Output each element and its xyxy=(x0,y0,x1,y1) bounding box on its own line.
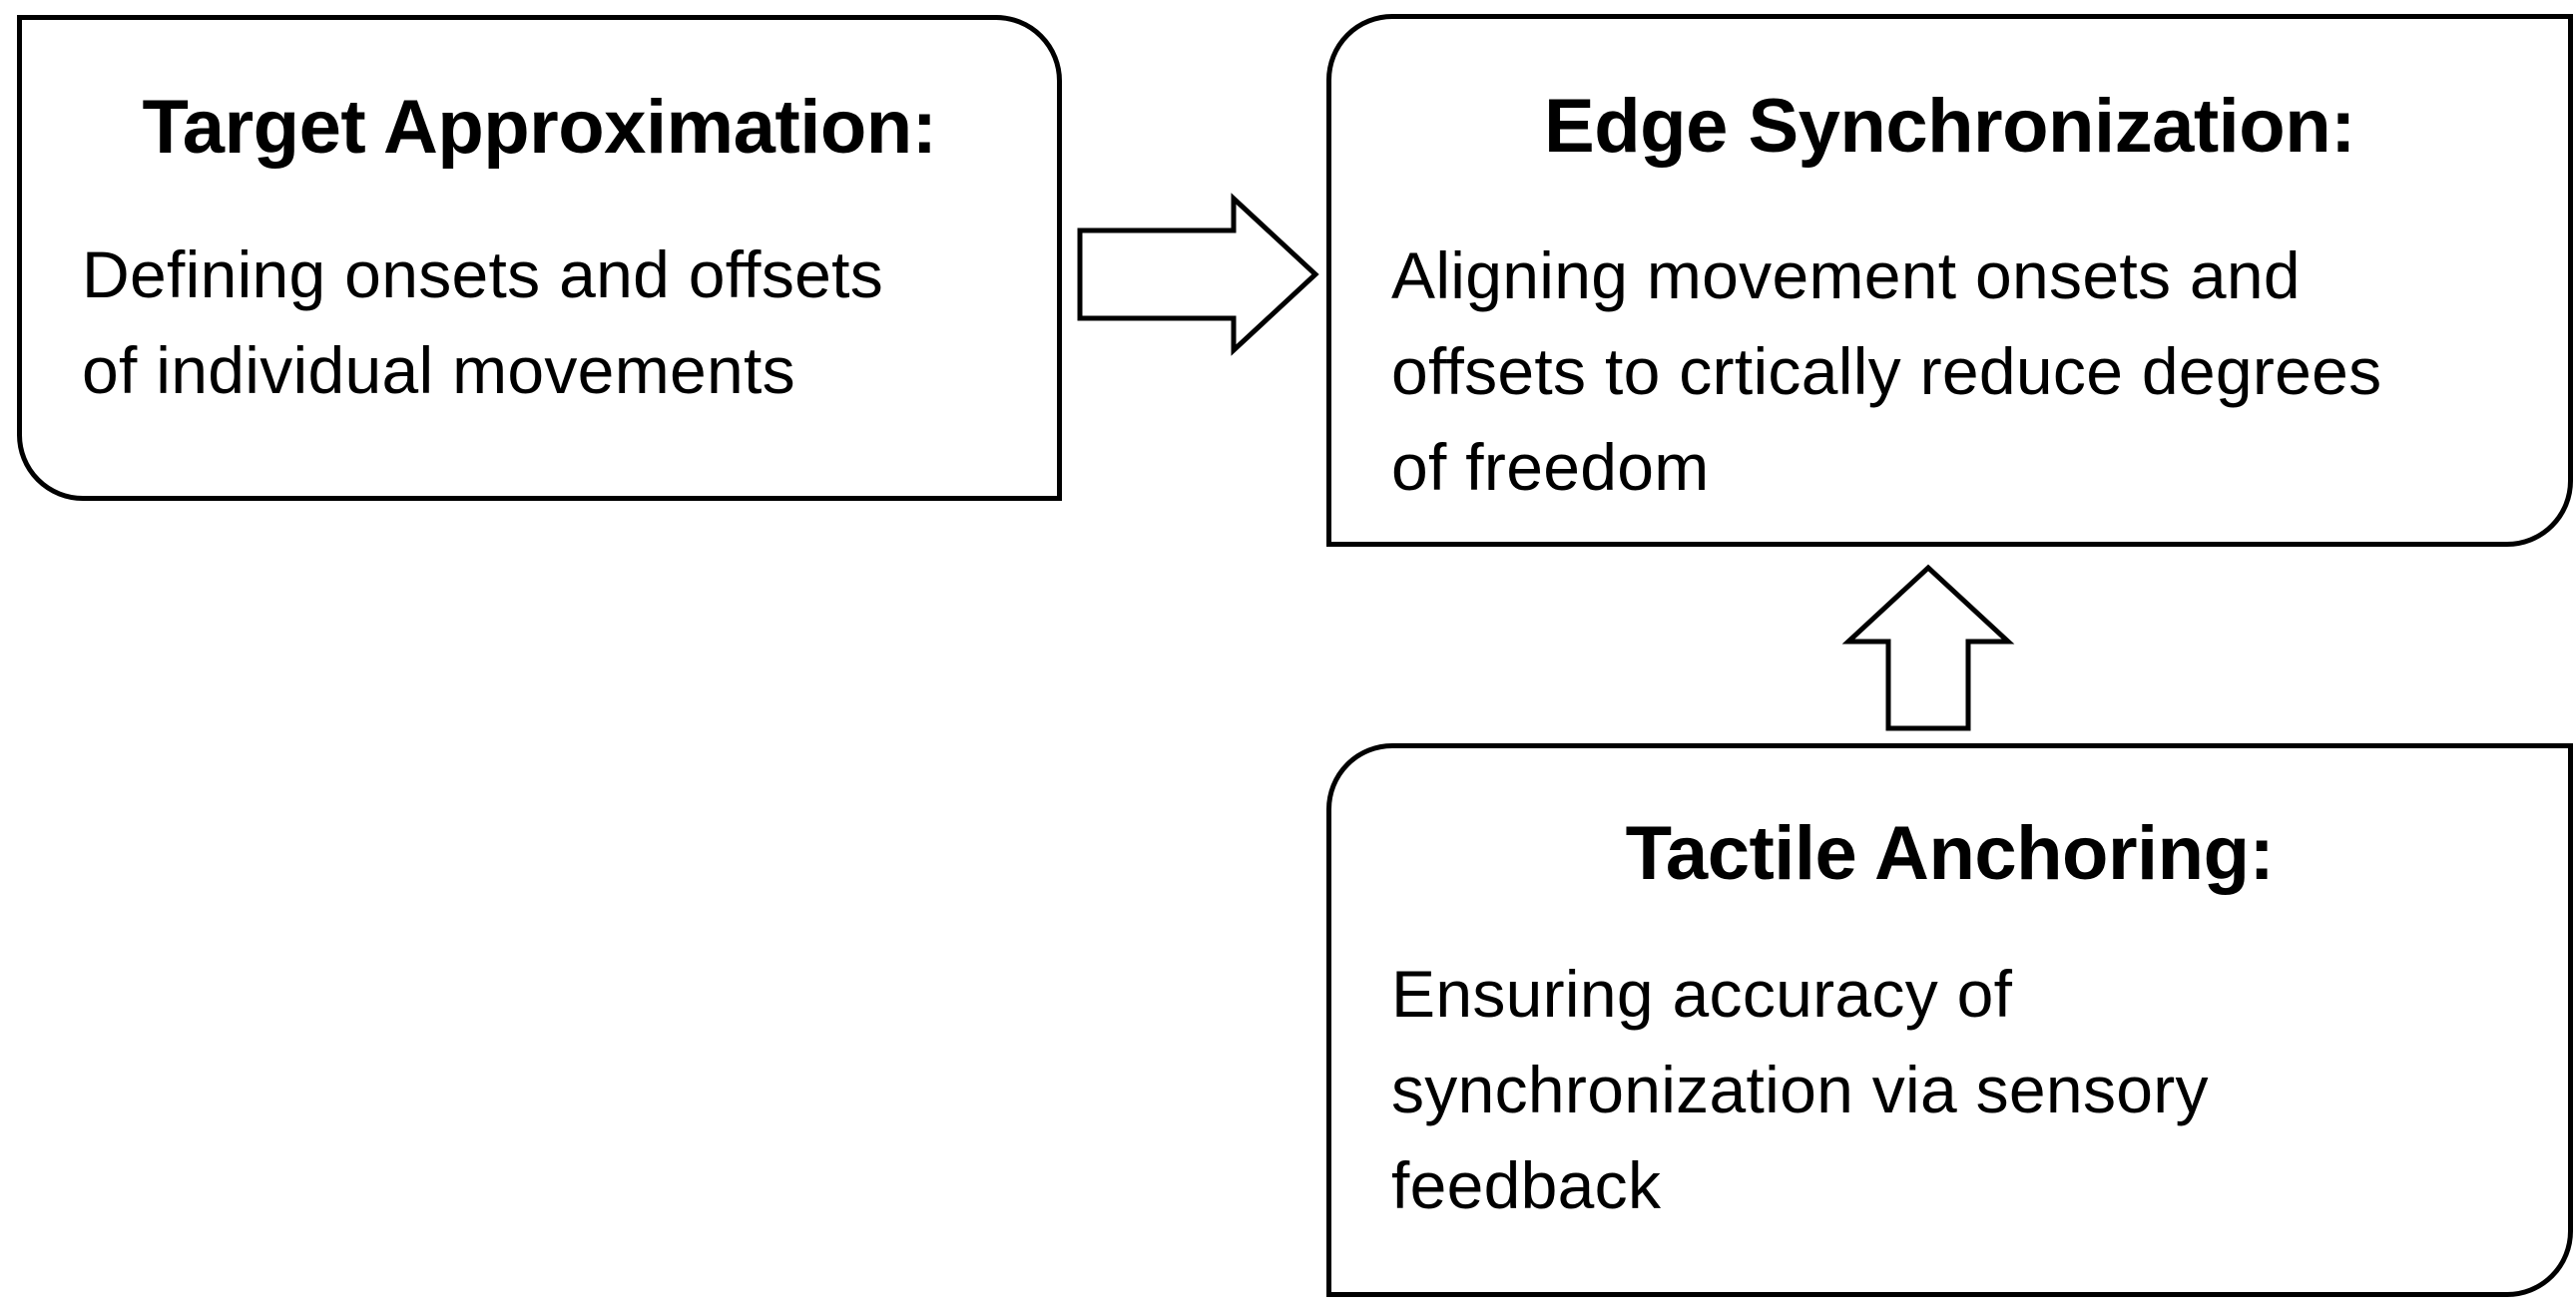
edge-synchronization-title: Edge Synchronization: xyxy=(1544,84,2355,169)
target-approximation-description: Defining onsets and offsets of individua… xyxy=(82,237,884,407)
up-arrow-icon xyxy=(1841,564,2015,731)
edge-synchronization-box: Edge Synchronization: Aligning movement … xyxy=(1326,14,2573,547)
target-approximation-title: Target Approximation: xyxy=(142,85,937,170)
tactile-anchoring-title: Tactile Anchoring: xyxy=(1625,811,2275,896)
tactile-anchoring-description: Ensuring accuracy of synchronization via… xyxy=(1391,957,2209,1222)
edge-synchronization-description: Aligning movement onsets and offsets to … xyxy=(1391,238,2382,504)
tactile-anchoring-box: Tactile Anchoring: Ensuring accuracy of … xyxy=(1326,743,2573,1297)
right-arrow-icon xyxy=(1077,193,1319,356)
target-approximation-box: Target Approximation: Defining onsets an… xyxy=(17,15,1062,501)
